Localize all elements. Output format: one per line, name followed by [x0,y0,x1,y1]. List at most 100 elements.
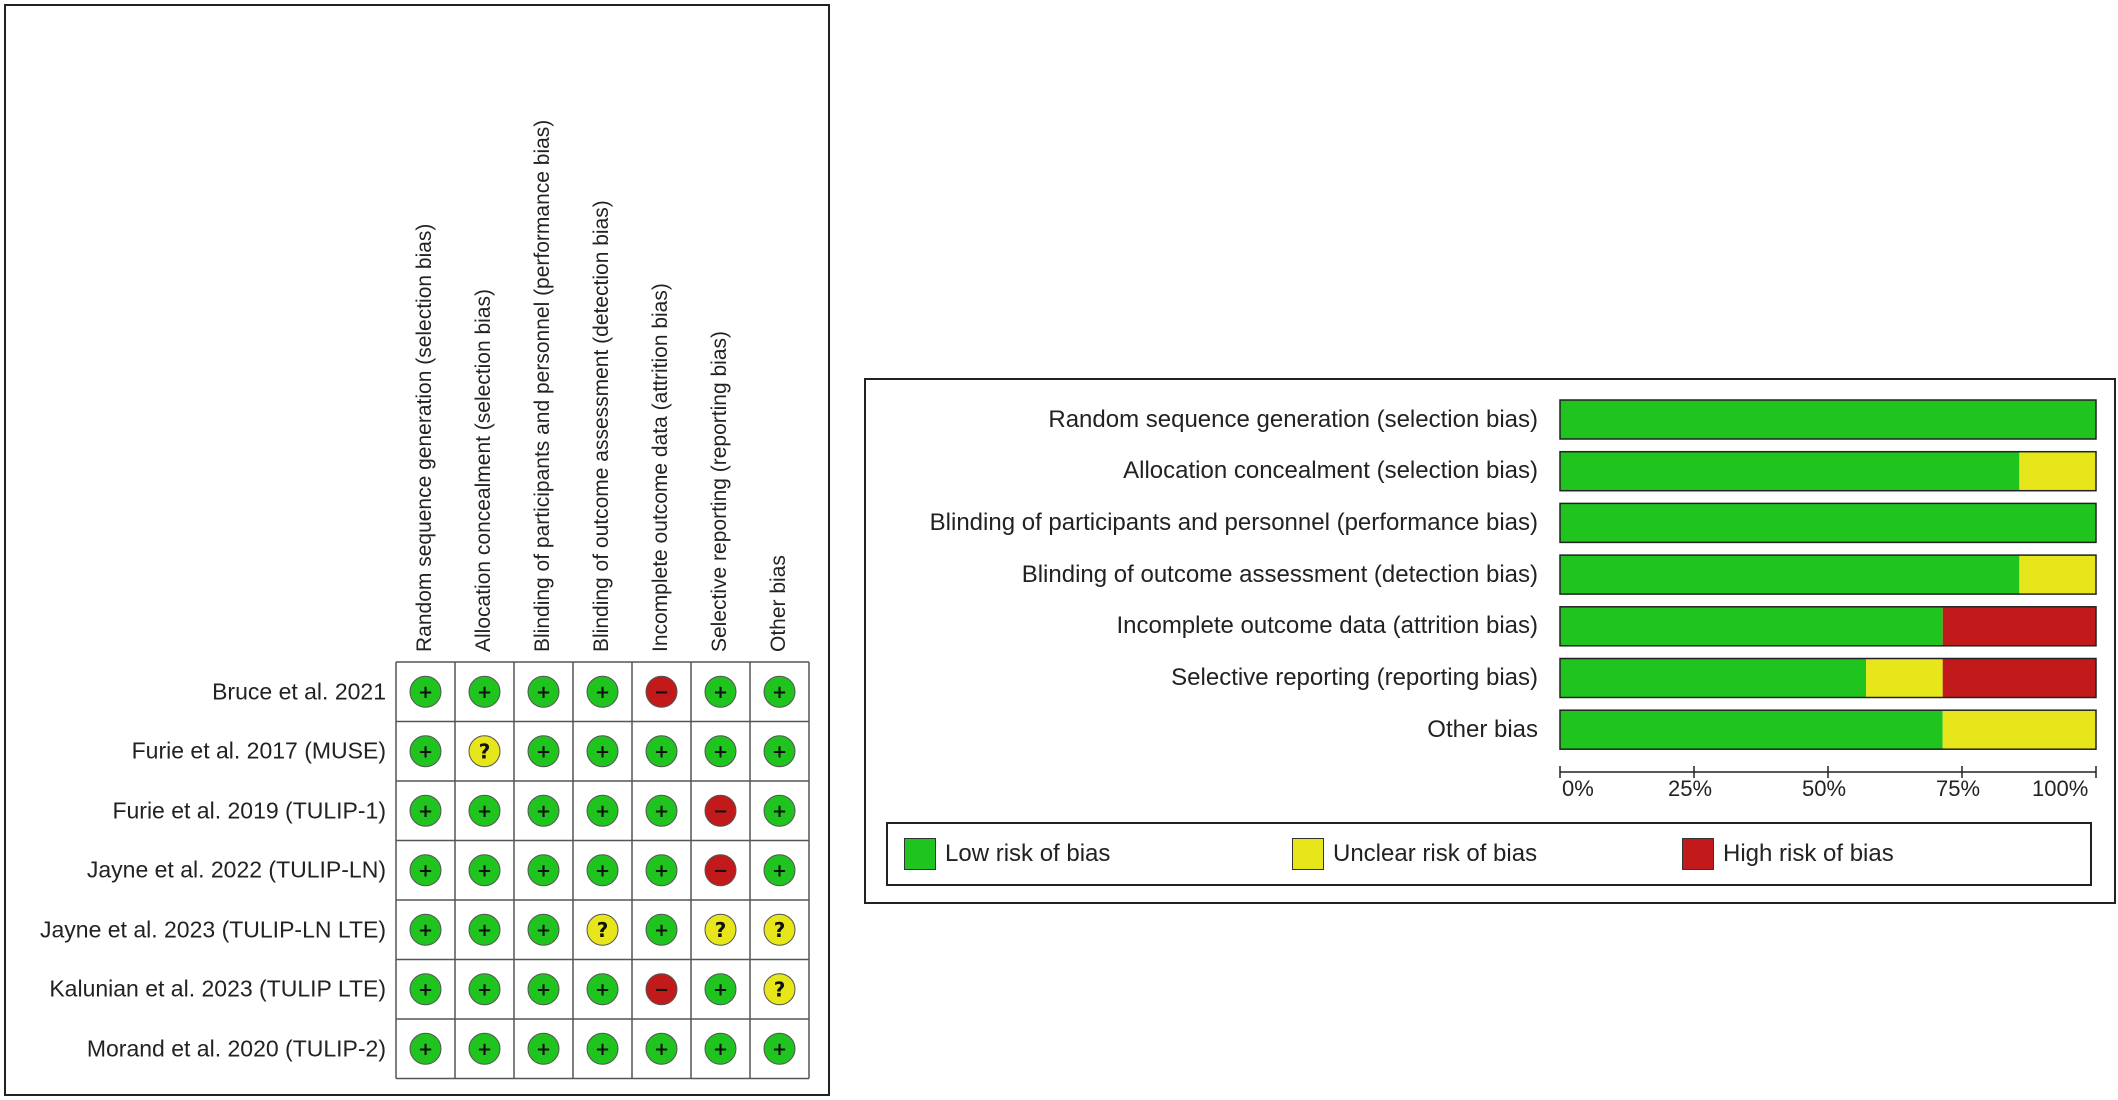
svg-text:+: + [772,741,787,762]
rating-low-marker: + [527,854,560,887]
bar-segment-unclear [2019,555,2096,595]
graph-domain-label: Incomplete outcome data (attrition bias) [1116,612,1538,640]
svg-text:?: ? [597,918,609,942]
study-label: Kalunian et al. 2023 (TULIP LTE) [49,975,386,1002]
rating-low-marker: + [704,735,737,768]
study-label: Furie et al. 2017 (MUSE) [131,737,386,764]
bar-segment-unclear [2019,451,2096,491]
bar-outline [1559,709,2097,750]
svg-text:+: + [772,1039,787,1060]
legend-swatch [1292,838,1324,870]
svg-text:+: + [713,741,728,762]
bar-segment-low [1560,710,1943,750]
rating-low-marker: + [468,854,501,887]
rating-low-marker: + [704,973,737,1006]
rating-low-marker: + [645,913,678,946]
study-label: Jayne et al. 2022 (TULIP-LN) [86,856,386,883]
svg-text:+: + [418,979,433,1000]
svg-text:+: + [477,920,492,941]
domain-column-label: Random sequence generation (selection bi… [412,223,436,652]
bar-outline [1559,657,2097,699]
legend-label: High risk of bias [1723,840,1894,867]
svg-text:+: + [536,860,551,881]
svg-text:+: + [772,860,787,881]
svg-text:+: + [772,682,787,703]
svg-text:+: + [654,801,669,822]
svg-text:+: + [536,801,551,822]
svg-text:+: + [418,682,433,703]
rating-low-marker: + [645,794,678,827]
x-tick-label: 25% [1668,776,1713,801]
legend-label: Low risk of bias [945,840,1111,867]
rating-low-marker: + [763,1032,796,1065]
rating-low-marker: + [763,854,796,887]
graph-bars [1559,399,2097,778]
graph-domain-label: Other bias [1427,715,1538,743]
x-tick-label: 0% [1562,776,1594,801]
rating-low-marker: + [468,675,501,708]
svg-text:+: + [477,801,492,822]
svg-text:+: + [713,979,728,1000]
rating-low-marker: + [409,973,442,1006]
svg-text:−: − [654,979,669,1000]
rating-high-marker: − [645,675,678,708]
bar-outline [1559,606,2097,647]
rating-high-marker: − [704,794,737,827]
svg-text:+: + [536,920,551,941]
x-tick-label: 50% [1802,776,1847,801]
svg-text:+: + [536,1039,551,1060]
bar-segment-low [1560,400,2096,439]
bar-segment-low [1560,451,2020,491]
rating-low-marker: + [763,735,796,768]
svg-text:+: + [418,860,433,881]
bar-outline [1559,502,2097,544]
rating-low-marker: + [586,1032,619,1065]
rating-low-marker: + [468,1032,501,1065]
svg-text:?: ? [715,918,727,942]
legend-swatch [1682,838,1714,870]
rating-low-marker: + [586,735,619,768]
rating-low-marker: + [409,675,442,708]
svg-text:+: + [772,801,787,822]
svg-text:+: + [477,1039,492,1060]
rating-low-marker: + [645,854,678,887]
svg-text:+: + [477,860,492,881]
rating-low-marker: + [468,913,501,946]
domain-column-label: Blinding of participants and personnel (… [530,119,554,652]
svg-text:+: + [536,741,551,762]
bar-segment-low [1560,503,2096,543]
rating-low-marker: + [704,1032,737,1065]
rating-low-marker: + [527,1032,560,1065]
bar-segment-low [1560,658,1867,698]
rating-unclear-marker: ? [586,913,619,946]
graph-domain-label: Blinding of participants and personnel (… [929,508,1538,536]
svg-text:−: − [713,801,728,822]
bar-outline [1559,450,2097,492]
domain-column-label: Other bias [766,555,790,652]
svg-text:+: + [654,741,669,762]
risk-of-bias-graph-panel: Random sequence generation (selection bi… [864,378,2116,904]
rating-unclear-marker: ? [763,913,796,946]
risk-of-bias-summary-panel: Random sequence generation (selection bi… [4,4,830,1096]
legend-item-high: High risk of bias [1682,838,1894,870]
rating-low-marker: + [527,913,560,946]
svg-text:−: − [713,860,728,881]
rating-low-marker: + [763,794,796,827]
svg-text:+: + [418,1039,433,1060]
svg-text:+: + [595,860,610,881]
svg-text:+: + [418,741,433,762]
study-label: Morand et al. 2020 (TULIP-2) [86,1035,386,1062]
rating-unclear-marker: ? [468,735,501,768]
graph-domain-label: Blinding of outcome assessment (detectio… [1021,560,1538,588]
rating-high-marker: − [645,973,678,1006]
bar-segment-high [1942,658,2096,698]
domain-column-label: Incomplete outcome data (attrition bias) [648,283,672,652]
domain-column-label: Allocation concealment (selection bias) [471,288,495,652]
bar-segment-low [1560,555,2020,595]
graph-domain-label: Selective reporting (reporting bias) [1171,664,1538,691]
rating-low-marker: + [704,675,737,708]
rating-low-marker: + [468,973,501,1006]
rating-low-marker: + [645,1032,678,1065]
legend-swatch [904,838,936,870]
